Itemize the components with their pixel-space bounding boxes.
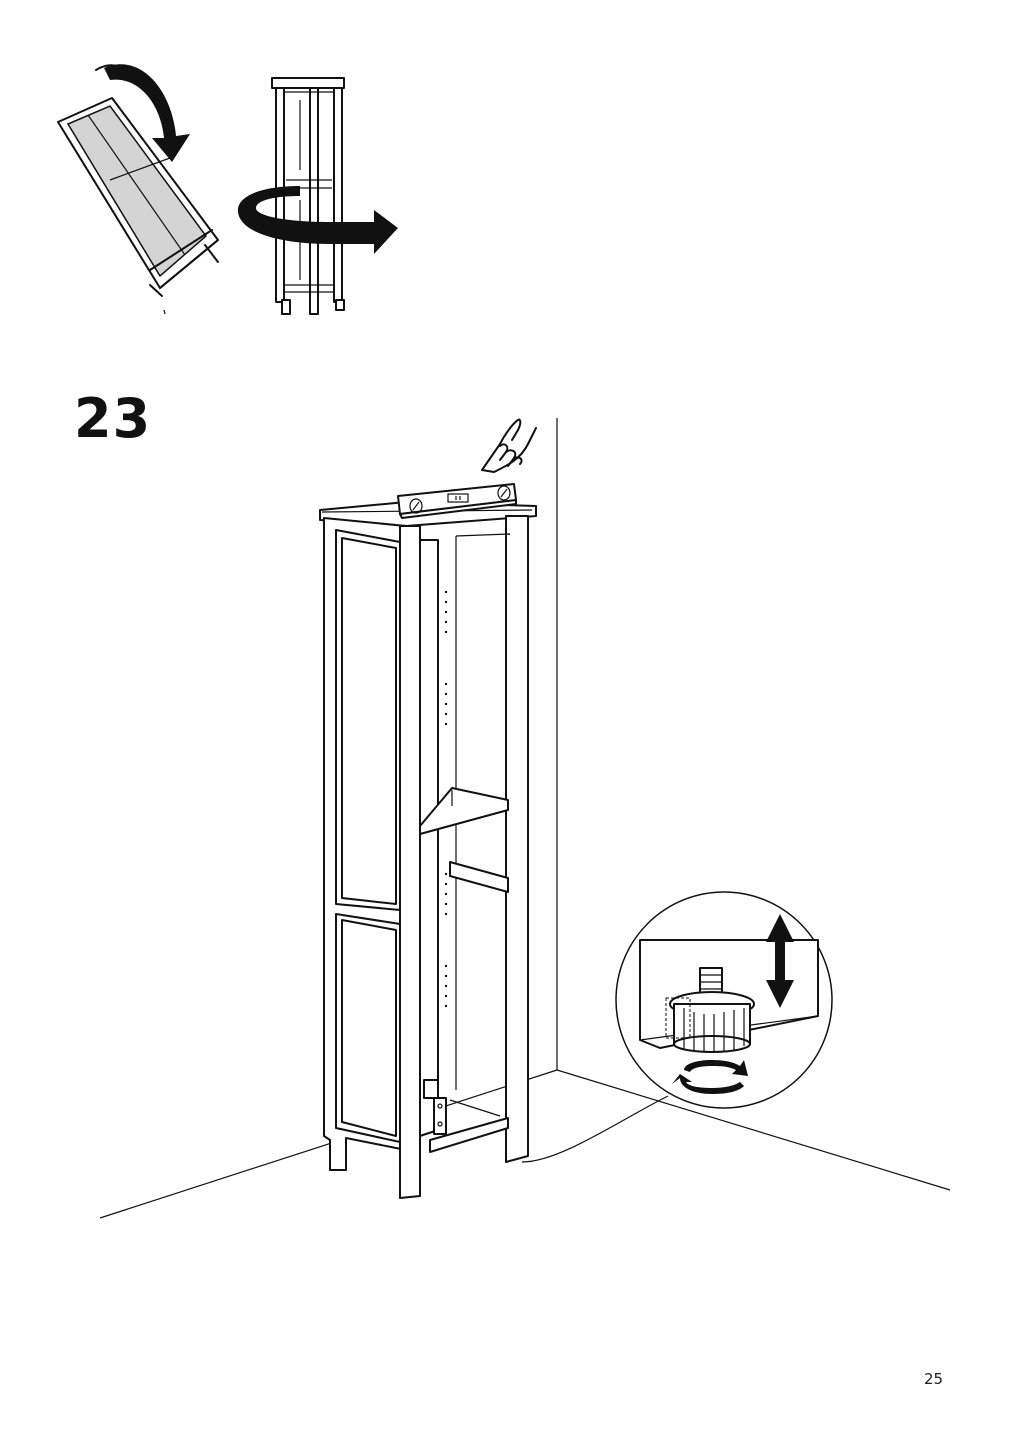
- circular-arrows-icon: [672, 1060, 748, 1094]
- shelf-holes: [444, 590, 448, 1008]
- curved-arrow-icon: [95, 64, 190, 162]
- step-number: 23: [74, 387, 152, 450]
- room-walls: [99, 418, 951, 1219]
- cabinet-main: [319, 501, 537, 1199]
- spirit-level-icon: [397, 483, 517, 519]
- rotate-arrow-icon: [237, 186, 398, 254]
- page-number: 25: [924, 1370, 944, 1388]
- double-arrow-icon: [766, 914, 794, 1008]
- cabinet-tipping-illustration: [57, 97, 219, 315]
- hand-icon: [481, 418, 537, 473]
